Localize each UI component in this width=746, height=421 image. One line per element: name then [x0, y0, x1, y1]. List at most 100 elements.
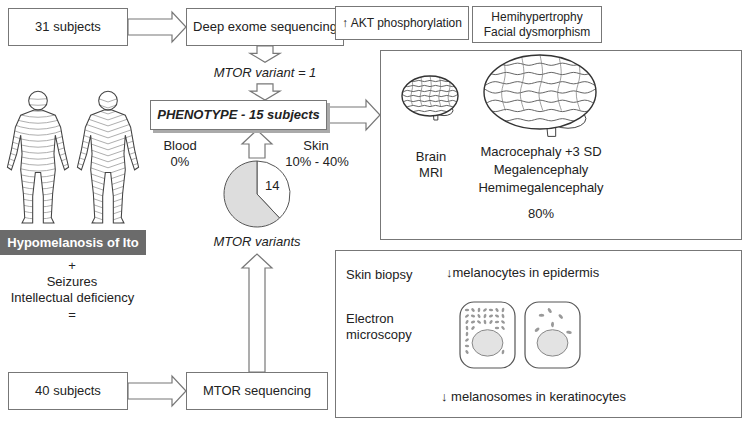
nucleus [537, 330, 568, 356]
melanosome [500, 320, 505, 325]
box-label: Hemihypertrophy Facial dysmorphism [481, 10, 593, 39]
annotation-text: 10% - 40% [280, 154, 354, 170]
melanosome [465, 319, 469, 324]
finding-box: Hemihypertrophy Facial dysmorphism [472, 6, 602, 43]
melanosome [501, 308, 504, 313]
panel-text: Brain MRI [409, 149, 453, 180]
body-outline [7, 110, 68, 223]
annotation-text: Intellectual deficiency [0, 290, 145, 306]
melanosome [482, 308, 487, 313]
head-outline [99, 91, 118, 110]
human-figure [3, 90, 72, 231]
blaschko-line [3, 186, 72, 195]
pie-slice [224, 161, 280, 227]
melanosome [494, 314, 499, 318]
blaschko-line [73, 204, 142, 216]
box-label: PHENOTYPE - 15 subjects [157, 107, 320, 123]
panel-text: MTOR variants [205, 234, 309, 250]
brain-illustration [402, 76, 458, 120]
melanosome [465, 349, 470, 354]
box-label: MTOR sequencing [203, 383, 311, 399]
blaschko-line [3, 192, 72, 201]
blaschko-line [3, 96, 72, 105]
cohort-box: 40 subjects [8, 372, 128, 410]
melanosome [483, 313, 487, 318]
blaschko-line [3, 144, 72, 153]
box-label: Hypomelanosis of Ito [7, 235, 138, 251]
melanosome [566, 330, 572, 334]
blaschko-line [73, 114, 142, 126]
melanosome [465, 344, 470, 347]
annotation-text: = [60, 307, 84, 323]
melanosome [471, 314, 476, 318]
method-box: Deep exome sequencing [186, 8, 344, 46]
panel-text: Megalencephaly [441, 162, 641, 178]
box-label: ↑ AKT phosphorylation [342, 16, 462, 30]
melanosome [547, 307, 553, 313]
condition-box: Hypomelanosis of Ito [0, 230, 146, 255]
melanosome [495, 327, 499, 330]
blaschko-line [3, 120, 72, 129]
box-label: 31 subjects [35, 19, 101, 35]
melanosome [501, 325, 506, 330]
box-label: 40 subjects [35, 383, 101, 399]
block-arrow [242, 130, 272, 158]
blaschko-line [3, 216, 72, 225]
panel-text: Macrocephaly +3 SD [441, 144, 641, 160]
melanosome [466, 332, 469, 337]
blaschko-line [73, 150, 142, 162]
blaschko-line [73, 96, 142, 108]
blaschko-line [73, 138, 142, 150]
block-arrow [327, 100, 380, 130]
skin-panel: Skin biopsy↓melanocytes in epidermisElec… [335, 250, 742, 418]
melanosome [471, 320, 476, 324]
block-arrow [242, 254, 272, 372]
panel-text: Skin biopsy [346, 267, 441, 283]
melanosome [476, 320, 481, 325]
annotation-text: Blood [158, 138, 202, 154]
blaschko-line [73, 210, 142, 222]
blaschko-line [73, 198, 142, 210]
blaschko-line [73, 216, 142, 228]
blaschko-line [3, 114, 72, 123]
blaschko-line [3, 108, 72, 117]
pie-chart: 14MTOR variants [205, 158, 309, 254]
box-label: Deep exome sequencing [193, 19, 337, 35]
panel-text: ↓ melanosomes in keratinocytes [441, 389, 711, 405]
blaschko-line [73, 174, 142, 186]
melanosome [534, 327, 540, 333]
blaschko-line [73, 186, 142, 198]
melanosome [465, 309, 469, 312]
blaschko-line [73, 102, 142, 114]
blaschko-line [3, 204, 72, 213]
melanosome [471, 308, 476, 313]
melanosome [477, 313, 481, 318]
melanosome [488, 314, 493, 318]
head-outline [29, 91, 48, 110]
melanosome [464, 314, 469, 318]
finding-box: ↑ AKT phosphorylation [335, 6, 469, 40]
blaschko-line [73, 120, 142, 132]
block-arrow [128, 12, 186, 42]
blaschko-line [73, 144, 142, 156]
melanosome [495, 320, 500, 323]
brain-panel: Brain MRIMacrocephaly +3 SD Megalencephal… [380, 50, 742, 240]
body-outline [77, 110, 138, 223]
keratinocyte-cell [460, 302, 515, 368]
annotation-text: Seizures [22, 274, 122, 290]
human-figure [73, 90, 142, 234]
blaschko-line [3, 180, 72, 189]
edge-label: MTOR variant = 1 [211, 65, 320, 81]
blaschko-line [3, 174, 72, 183]
melanosome [483, 320, 486, 325]
melanosome [489, 308, 494, 311]
brain-illustration [484, 55, 596, 136]
method-box: MTOR sequencing [186, 372, 328, 410]
melanosome [501, 350, 505, 355]
melanosome [489, 319, 494, 324]
